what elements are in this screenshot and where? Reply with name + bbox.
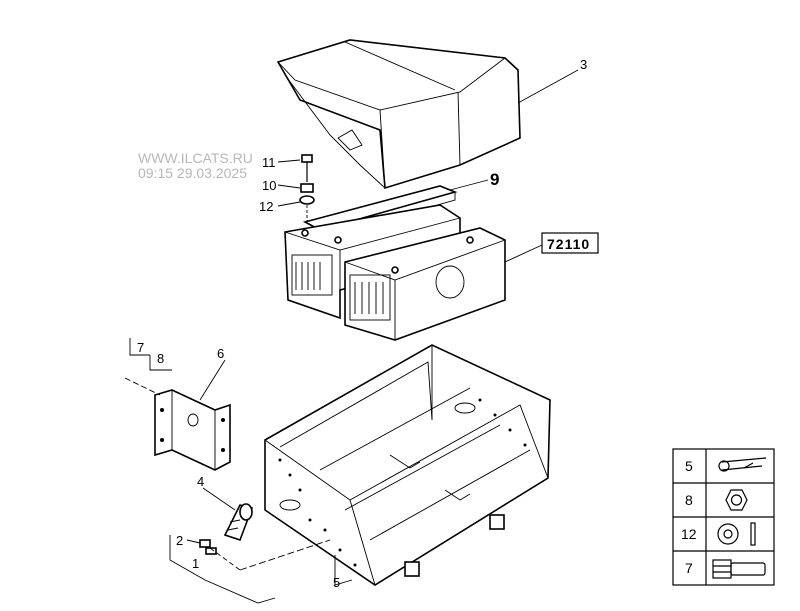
legend-number-8: 8 [685, 492, 693, 508]
leader-9 [449, 179, 489, 191]
callout-12: 12 [259, 199, 273, 214]
leader-1 [169, 535, 276, 604]
leader-8 [149, 355, 172, 371]
leader-12 [277, 201, 301, 207]
callout-1: 1 [192, 556, 199, 571]
battery-cover [276, 39, 521, 190]
leader-7 [129, 338, 150, 356]
callout-3: 3 [580, 57, 587, 72]
legend-number-12: 12 [681, 526, 697, 542]
hex-nut-icon [725, 489, 748, 511]
legend-number-7: 7 [685, 560, 693, 576]
reference-number: 72110 [547, 236, 590, 252]
battery-right [344, 227, 506, 341]
leader-72110 [504, 244, 543, 263]
callout-5: 5 [333, 575, 340, 590]
leader-11 [277, 159, 301, 163]
washer-icon [717, 522, 756, 546]
callout-6: 6 [217, 346, 224, 361]
assembly-line-latch [239, 539, 331, 571]
leader-5 [334, 555, 353, 586]
callout-10: 10 [262, 178, 276, 193]
callout-11: 11 [262, 155, 276, 170]
legend-number-5: 5 [685, 458, 693, 474]
leader-4 [202, 487, 236, 511]
callout-7: 7 [137, 340, 144, 355]
watermark-site: WWW.ILCATS.RU [138, 150, 253, 166]
callout-9: 9 [490, 170, 499, 189]
leader-10 [277, 184, 301, 189]
leader-6 [199, 359, 226, 401]
watermark-timestamp: 09:15 29.03.2025 [138, 165, 247, 181]
leader-3 [517, 69, 579, 104]
assembly-line-clip [209, 547, 241, 571]
callout-2: 2 [176, 533, 183, 548]
battery-tray [264, 344, 551, 586]
fastener-legend: 5 8 12 7 [672, 448, 775, 586]
reference-box [541, 232, 599, 254]
leader-2 [186, 539, 201, 544]
hold-down-fasteners [299, 154, 315, 222]
mounting-bracket [154, 389, 231, 471]
bolt-axis-line [124, 377, 161, 396]
latch-assembly [223, 503, 254, 542]
clip-part [199, 539, 217, 555]
cotter-pin-icon [718, 457, 767, 472]
hex-bolt-icon [712, 559, 766, 579]
callout-8: 8 [157, 351, 164, 366]
callout-4: 4 [197, 474, 204, 489]
